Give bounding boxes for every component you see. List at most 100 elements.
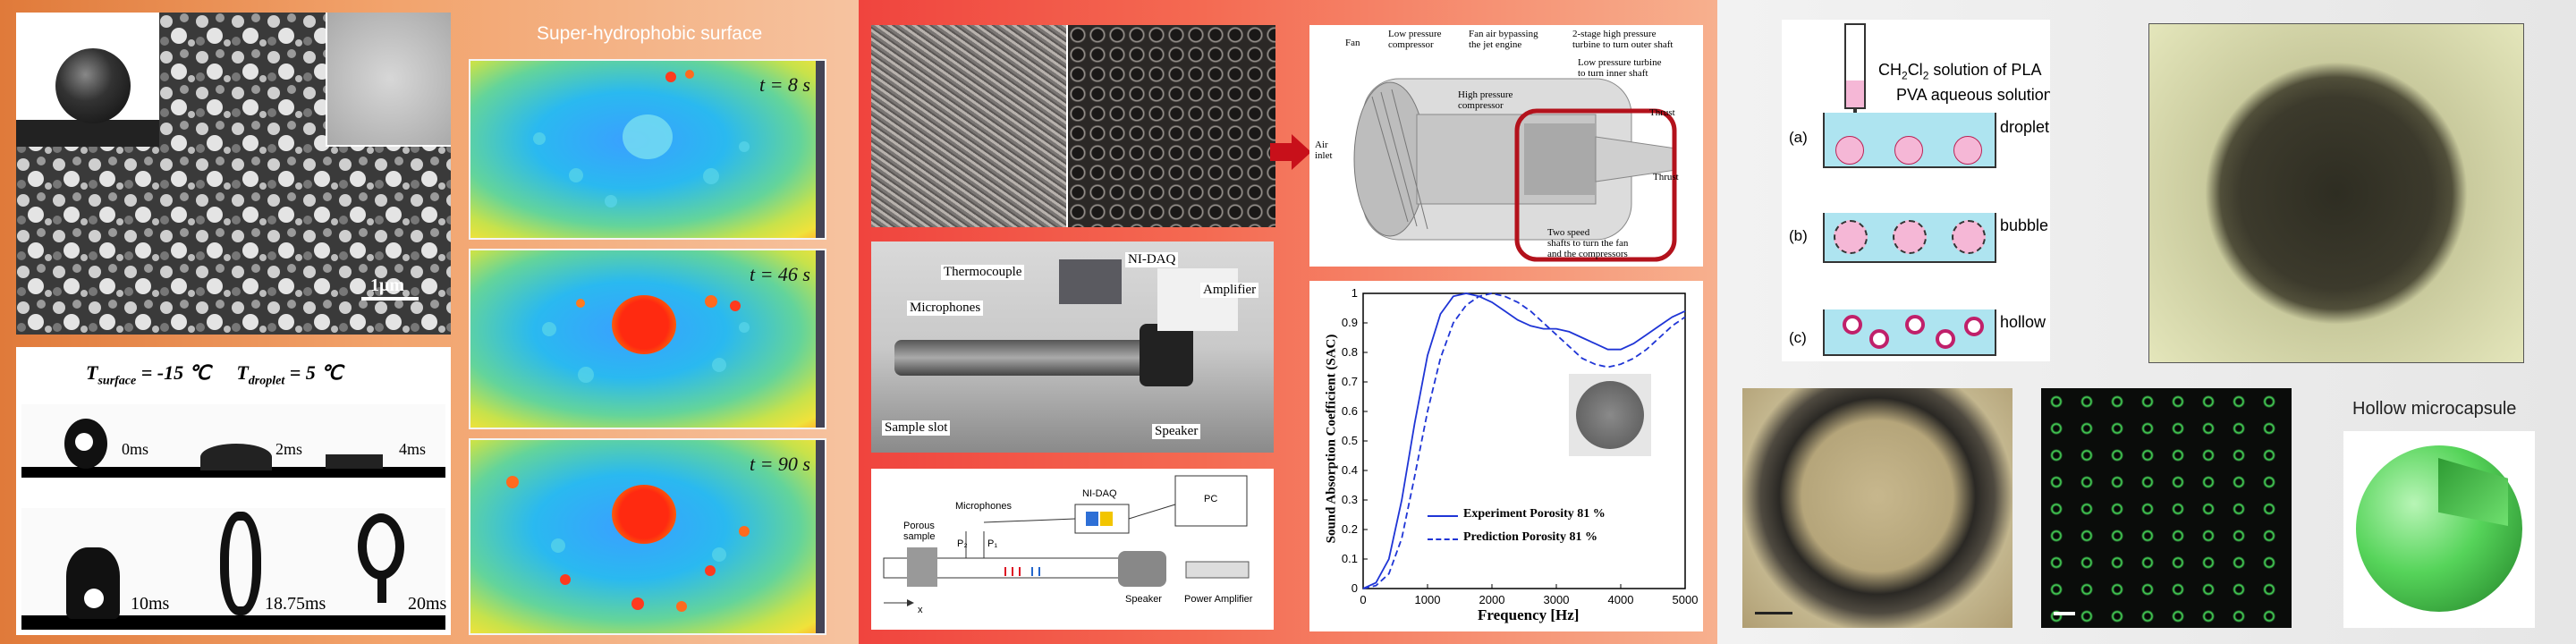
schematic-label-pc: PC xyxy=(1204,494,1218,504)
engine-illustration xyxy=(1353,78,1677,262)
microcapsule-micrograph xyxy=(2148,23,2524,363)
setup-label-microphones: Microphones xyxy=(907,301,984,316)
engine-label-fan-air: Fan air bypassing the jet engine xyxy=(1469,29,1538,50)
brightfield-image xyxy=(1742,388,2012,628)
schematic-label-p1: P₁ xyxy=(987,538,998,549)
y-tick-label: 0 xyxy=(1352,581,1358,595)
droplet-frame-18ms xyxy=(220,512,261,615)
chart-legend: Experiment Porosity 81 % Prediction Poro… xyxy=(1428,504,1606,558)
engine-label-air-inlet: Air inlet xyxy=(1315,140,1333,161)
impact-sequence: Tsurface = -15 ℃ Tdroplet = 5 ℃ 0ms 2ms … xyxy=(16,347,451,635)
heatmap-title: Super-hydrophobic surface xyxy=(537,23,763,44)
y-tick-label: 0.7 xyxy=(1342,375,1358,388)
impact-frames-bottom: 10ms 18.75ms 20ms xyxy=(21,508,447,630)
y-tick-label: 0.2 xyxy=(1342,522,1358,536)
container-c xyxy=(1823,309,1996,356)
y-tick-label: 1 xyxy=(1352,286,1358,300)
setup-schematic: Microphones NI-DAQ PC Porous sample P₂ P… xyxy=(871,469,1274,630)
legend-experiment: Experiment Porosity 81 % xyxy=(1463,507,1606,521)
hollow-capsule-render xyxy=(2343,431,2535,628)
container-a xyxy=(1823,113,1996,168)
engine-label-shafts: Two speed shafts to turn the fan and the… xyxy=(1547,227,1629,259)
container-b xyxy=(1823,213,1996,263)
porous-photo-fibers xyxy=(871,25,1079,227)
scale-bar-fluorescence xyxy=(2054,612,2075,615)
contact-angle-inset xyxy=(16,13,159,147)
x-tick-label: 4000 xyxy=(1608,593,1634,606)
legend-prediction: Prediction Porosity 81 % xyxy=(1463,530,1597,544)
heatmap-time-t8: t = 8 s xyxy=(758,73,810,96)
engine-label-fan: Fan xyxy=(1345,38,1360,48)
setup-label-sample-slot: Sample slot xyxy=(882,420,951,436)
droplet-frame-2ms xyxy=(200,444,272,470)
heatmap-t90: t = 90 s xyxy=(469,438,826,635)
x-tick-label: 0 xyxy=(1360,593,1366,606)
x-tick-label: 3000 xyxy=(1544,593,1570,606)
impact-frames-top: 0ms 2ms 4ms xyxy=(21,404,445,478)
setup-label-thermocouple: Thermocouple xyxy=(941,265,1025,280)
sem-image: 1μm xyxy=(16,13,451,335)
panel-acoustics: Fan Low pressure compressor Fan air bypa… xyxy=(859,0,1717,644)
schematic-label-microphones: Microphones xyxy=(955,501,1012,512)
x-tick-label: 5000 xyxy=(1673,593,1699,606)
frame-label-4ms: 4ms xyxy=(399,440,427,458)
y-tick-label: 0.4 xyxy=(1342,463,1358,477)
series-line-experiment xyxy=(1362,292,1686,589)
droplets-photo-inset xyxy=(326,13,451,147)
heatmap-time-t46: t = 46 s xyxy=(749,263,810,285)
frame-label-0ms: 0ms xyxy=(122,440,149,458)
porous-photo-foam xyxy=(1066,25,1275,227)
engine-label-hpc: High pressure compressor xyxy=(1458,89,1513,111)
heatmap-t46: t = 46 s xyxy=(469,249,826,429)
schematic-label-porous: Porous sample xyxy=(903,521,936,542)
x-tick-label: 2000 xyxy=(1479,593,1505,606)
sem-scale-label: 1μm xyxy=(370,275,404,295)
schematic-label-speaker: Speaker xyxy=(1125,594,1162,605)
schematic-label-nidaq: NI-DAQ xyxy=(1082,488,1117,499)
panel-microcapsules: (a) CH2Cl2 solution of PLA PVA aqueous s… xyxy=(1717,0,2576,644)
label-pva: PVA aqueous solution xyxy=(1896,86,2050,104)
arrow-right-icon xyxy=(1270,134,1311,170)
series-line-prediction xyxy=(1362,292,1686,589)
jet-engine-diagram: Fan Low pressure compressor Fan air bypa… xyxy=(1309,25,1703,267)
frame-label-20ms: 20ms xyxy=(408,594,447,614)
droplet-frame-20ms xyxy=(358,513,404,580)
capsule-process-diagram: (a) CH2Cl2 solution of PLA PVA aqueous s… xyxy=(1782,20,2050,361)
chart-xlabel: Frequency [Hz] xyxy=(1478,606,1580,623)
engine-label-lpt: Low pressure turbine to turn inner shaft xyxy=(1578,57,1662,79)
panel-superhydrophobic: 1μm Tsurface = -15 ℃ Tdroplet = 5 ℃ 0ms … xyxy=(0,0,859,644)
x-tick-label: 1000 xyxy=(1415,593,1441,606)
hollow-title: Hollow microcapsule xyxy=(2352,399,2517,419)
heatmap-t8: t = 8 s xyxy=(469,59,826,240)
setup-photo: Thermocouple NI-DAQ Amplifier Microphone… xyxy=(871,242,1274,453)
schematic-label-x: x xyxy=(918,605,923,615)
sem-scale-bar xyxy=(361,297,419,301)
frame-label-10ms: 10ms xyxy=(131,594,170,614)
sample-photo-inset xyxy=(1569,374,1651,456)
row-label-b: (b) xyxy=(1789,227,1808,244)
label-droplet: droplet xyxy=(2000,118,2050,136)
droplet-frame-4ms xyxy=(326,454,383,469)
y-tick-label: 0.3 xyxy=(1342,493,1358,506)
row-label-a: (a) xyxy=(1789,129,1808,146)
setup-label-amplifier: Amplifier xyxy=(1200,283,1259,298)
heatmap-time-t90: t = 90 s xyxy=(749,453,810,475)
temperature-caption: Tsurface = -15 ℃ Tdroplet = 5 ℃ xyxy=(86,361,343,388)
schematic-label-amplifier: Power Amplifier xyxy=(1184,594,1253,605)
y-tick-label: 0.1 xyxy=(1342,552,1358,565)
row-label-c: (c) xyxy=(1789,329,1807,346)
schematic-label-p2: P₂ xyxy=(957,538,968,549)
label-bubble: bubble xyxy=(2000,216,2049,234)
droplet-frame-10ms xyxy=(66,547,120,619)
y-tick-label: 0.8 xyxy=(1342,345,1358,359)
label-hollow-capsule: hollow capsule xyxy=(2000,313,2050,331)
chart-ylabel: Sound Absorption Coefficient (SAC) xyxy=(1324,334,1339,544)
setup-label-nidaq: NI-DAQ xyxy=(1125,252,1179,267)
scale-bar-brightfield xyxy=(1755,612,1792,614)
y-tick-label: 0.6 xyxy=(1342,404,1358,418)
engine-label-lpc: Low pressure compressor xyxy=(1388,29,1442,50)
schematic-drawing xyxy=(883,475,1250,606)
frame-label-18ms: 18.75ms xyxy=(265,594,326,614)
